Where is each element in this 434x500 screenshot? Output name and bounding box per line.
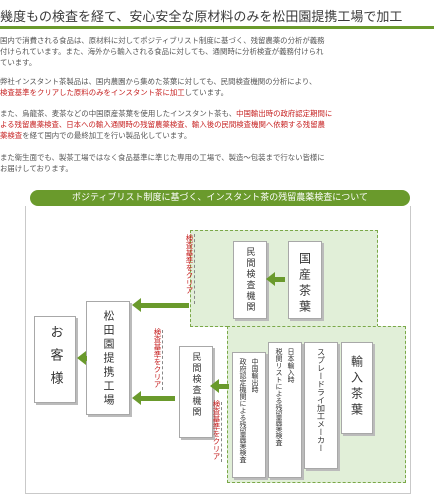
private-lab-import-label: 民間検査機関 <box>190 352 201 418</box>
diagram-banner: ポジティブリスト制度に基づく、インスタント茶の残留農薬検査について <box>30 190 410 206</box>
text-line: 弊社インスタント茶製品は、国内農園から集めた茶葉に対しても、民間検査機関の分析に… <box>0 77 317 86</box>
import-check-label: 税関リストによる残留農薬検査 <box>275 348 283 446</box>
intro-paragraph-2: 弊社インスタント茶製品は、国内農園から集めた茶葉に対しても、民間検査機関の分析に… <box>0 76 434 98</box>
connector-line <box>162 330 163 390</box>
arrow-left-icon <box>77 351 87 365</box>
text-line: また衛生面でも、製茶工場ではなく食品基準に準じた専用の工場で、製造～包装まで行な… <box>0 153 325 162</box>
highlight-text: 中国輸出時の政府認定期間に <box>236 109 333 118</box>
arrow-left-icon <box>132 391 175 405</box>
domestic-route-box: 民間検査機関 国産茶葉 <box>190 230 378 327</box>
china-check-box: 中国輸出時 政府認定機関による残留農薬検査 <box>232 352 266 478</box>
text-line: 検査基準をクリアした原料のみをインスタント茶に加工しています。 <box>0 87 434 98</box>
arrow-left-icon <box>210 379 229 393</box>
text-line: また、烏龍茶、麦茶などの中国原産茶葉を使用したインスタント茶も、中国輸出時の政府… <box>0 108 434 119</box>
import-time-label: 日本輸入時 <box>287 348 295 383</box>
private-lab-domestic-label: 民間検査機関 <box>244 247 255 313</box>
pass-label-domestic: 検査基準をクリア <box>185 234 194 294</box>
customs-check-text: 日本輸入時 税関リストによる残留農薬検査 <box>269 343 301 446</box>
pass-label-import: 検査基準をクリア <box>212 400 221 460</box>
factory-label: 松田園提携工場 <box>102 310 115 408</box>
text-span: また、烏龍茶、麦茶などの中国原産茶葉を使用したインスタント茶も、 <box>0 109 237 118</box>
connector-line <box>221 402 222 462</box>
intro-paragraph-1: 国内で消費される食品は、原材料に対してポジティブリスト制度に基づく、残留農薬の分… <box>0 35 434 68</box>
text-line: 薬検査を経て国内での最終加工を行い製品化しています。 <box>0 130 434 141</box>
china-check-label: 政府認定機関による残留農薬検査 <box>239 358 247 463</box>
text-line: 付けられています。また、海外から輸入される食品に対しても、通関時に分析検査が義務… <box>0 47 324 56</box>
domestic-tea-label: 国産茶葉 <box>297 252 312 316</box>
highlight-text: よる残留農薬検査、日本への輸入通関時の残留農薬検査、輸入後の民間検査機関へ依頼す… <box>0 120 325 129</box>
china-check-text: 中国輸出時 政府認定機関による残留農薬検査 <box>233 353 265 463</box>
spray-maker-label: スプレードライ加工メーカー <box>316 348 326 452</box>
china-export-label: 中国輸出時 <box>251 358 259 393</box>
connector-line <box>194 234 195 304</box>
customer-label: お客様 <box>47 325 63 394</box>
factory-box: 松田園提携工場 <box>86 301 130 415</box>
intro-paragraph-3: また、烏龍茶、麦茶などの中国原産茶葉を使用したインスタント茶も、中国輸出時の政府… <box>0 108 434 141</box>
customer-box: お客様 <box>34 316 76 403</box>
text-line: ています。 <box>0 58 37 67</box>
title-underline <box>0 26 434 29</box>
page-title: 幾度もの検査を経て、安心安全な原材料のみを松田園提携工場で加工 <box>0 10 403 25</box>
highlight-text: 薬検査 <box>0 131 23 140</box>
import-tea-box: 輸入茶葉 <box>341 342 373 434</box>
text-span: を経て国内での最終加工を行い製品化しています。 <box>22 131 192 140</box>
private-lab-import: 民間検査機関 <box>179 346 213 438</box>
highlight-text: 検査基準をクリアした原料のみをインスタント茶に加工 <box>0 88 185 97</box>
text-line: 国内で消費される食品は、原材料に対してポジティブリスト制度に基づく、残留農薬の分… <box>0 36 325 45</box>
intro-paragraph-4: また衛生面でも、製茶工場ではなく食品基準に準じた専用の工場で、製造～包装まで行な… <box>0 152 434 174</box>
arrow-left-icon <box>132 298 189 312</box>
text-line: お届けしております。 <box>0 164 73 173</box>
diagram-banner-text: ポジティブリスト制度に基づく、インスタント茶の残留農薬検査について <box>71 193 368 203</box>
text-span: しています。 <box>184 88 229 97</box>
inspection-flow-diagram: 民間検査機関 国産茶葉 輸入茶葉 スプレードライ加工メーカー 日本輸入時 税関リ… <box>25 206 411 494</box>
domestic-tea-box: 国産茶葉 <box>288 241 322 319</box>
import-route-box: 輸入茶葉 スプレードライ加工メーカー 日本輸入時 税関リストによる残留農薬検査 … <box>227 326 406 483</box>
pass-label-lab: 検査基準をクリア <box>153 328 162 388</box>
spray-maker-box: スプレードライ加工メーカー <box>304 342 338 469</box>
import-tea-label: 輸入茶葉 <box>349 355 364 419</box>
arrow-left-icon <box>266 272 285 286</box>
private-lab-domestic: 民間検査機関 <box>233 241 267 319</box>
customs-check-box: 日本輸入時 税関リストによる残留農薬検査 <box>268 342 302 478</box>
